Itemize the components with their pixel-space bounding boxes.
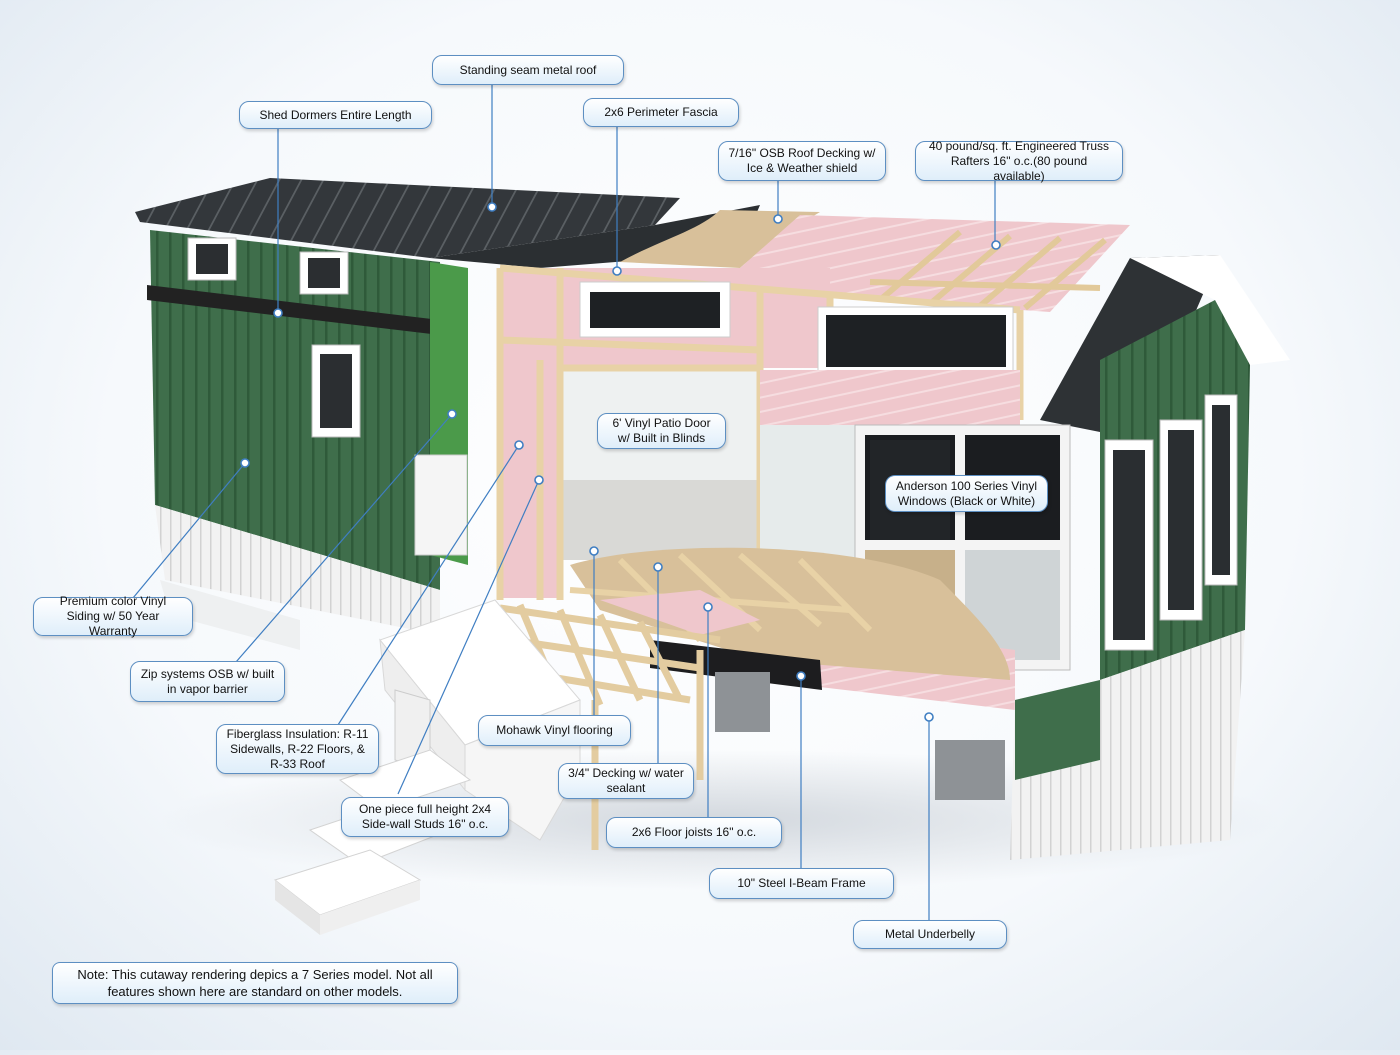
callout-decking: 3/4" Decking w/ water sealant	[558, 763, 694, 799]
front-gable-wall	[1010, 300, 1250, 860]
callout-underbelly: Metal Underbelly	[853, 920, 1007, 949]
callout-perimeter-fascia: 2x6 Perimeter Fascia	[583, 98, 739, 127]
callout-truss-rafters: 40 pound/sq. ft. Engineered Truss Rafter…	[915, 139, 1123, 183]
callout-wall-studs: One piece full height 2x4 Side-wall Stud…	[341, 797, 509, 837]
roof	[135, 178, 1290, 440]
callout-shed-dormers: Shed Dormers Entire Length	[239, 101, 432, 129]
disclaimer-note: Note: This cutaway rendering depics a 7 …	[52, 962, 458, 1004]
leader-dots	[240, 202, 1001, 722]
callout-vinyl-siding: Premium color Vinyl Siding w/ 50 Year Wa…	[33, 594, 193, 638]
leader-lines	[132, 82, 996, 920]
callout-zip-osb: Zip systems OSB w/ built in vapor barrie…	[130, 661, 285, 702]
left-side-wall	[147, 230, 468, 650]
callout-anderson-windows: Anderson 100 Series Vinyl Windows (Black…	[885, 475, 1048, 512]
callout-fiberglass-insulation: Fiberglass Insulation: R-11 Sidewalls, R…	[216, 724, 379, 774]
callout-patio-door: 6' Vinyl Patio Door w/ Built in Blinds	[597, 413, 726, 449]
callout-vinyl-flooring: Mohawk Vinyl flooring	[478, 715, 631, 746]
callout-osb-decking: 7/16" OSB Roof Decking w/ Ice & Weather …	[718, 141, 886, 181]
callout-floor-joists: 2x6 Floor joists 16" o.c.	[606, 817, 782, 848]
callout-ibeam-frame: 10" Steel I-Beam Frame	[709, 868, 894, 899]
callout-metal-roof: Standing seam metal roof	[432, 55, 624, 85]
support-blocks	[715, 672, 1005, 800]
